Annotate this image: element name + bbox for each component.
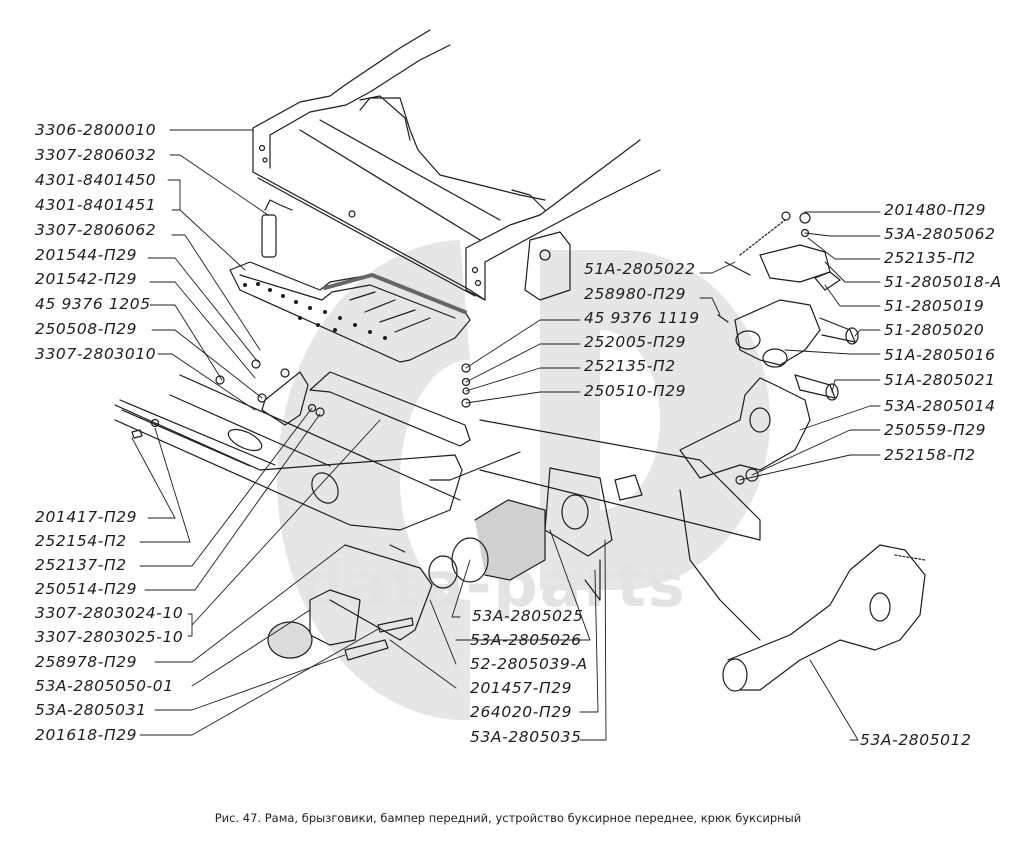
fastener-stack [461,363,471,408]
part-label: 53А-2805035 [470,728,582,746]
part-label: 264020-П29 [470,703,573,721]
hitch-housing-part [267,544,433,661]
part-label: 252154-П2 [35,532,127,550]
part-label: 250510-П29 [584,382,687,400]
part-label: 201457-П29 [470,679,573,697]
part-label: 53А-2805050-01 [35,677,174,695]
part-label: 3307-2803025-10 [35,628,184,646]
part-label: 250559-П29 [884,421,987,439]
part-label: 51А-2805016 [884,346,996,364]
part-label: 258978-П29 [35,653,138,671]
part-label: 51А-2805022 [584,260,696,278]
leader-lines-right [389,211,881,741]
hook-upper-parts [717,211,859,401]
part-label: 252137-П2 [35,556,127,574]
hook-body-part [679,377,811,485]
part-label: 53А-2805025 [472,607,584,625]
part-label: 252005-П29 [584,333,687,351]
mudflap-part [229,261,471,363]
part-label: 4301-8401450 [35,171,157,189]
part-label: 3307-2806062 [35,221,157,239]
part-label: 3307-2806032 [35,146,157,164]
part-label: 51А-2805021 [884,371,996,389]
tow-mount-part [428,419,761,641]
part-label: 201480-П29 [884,201,987,219]
part-label: 53А-2805012 [860,731,972,749]
frame-part [252,29,661,301]
pin-part [261,199,293,258]
part-label: 51-2805018-А [884,273,1002,291]
tow-hook-part [722,544,926,692]
part-label: 252158-П2 [884,446,976,464]
part-label: 258980-П29 [584,285,687,303]
part-label: 3307-2803024-10 [35,604,184,622]
part-label: 53А-2805026 [470,631,582,649]
part-label: 201544-П29 [35,246,138,264]
part-label: 3306-2800010 [35,121,157,139]
part-label: 3307-2803010 [35,345,157,363]
part-label: 252135-П2 [584,357,676,375]
part-label: 201542-П29 [35,270,138,288]
part-label: 51-2805019 [884,297,985,315]
bumper-part [114,371,471,531]
part-label: 53А-2805062 [884,225,996,243]
part-label: 53А-2805031 [35,701,147,719]
figure-caption: Рис. 47. Рама, брызговики, бампер передн… [214,811,802,825]
bracket-part [131,359,325,439]
part-label: 201417-П29 [35,508,138,526]
part-label: 250508-П29 [35,320,138,338]
part-label: 53А-2805014 [884,397,996,415]
part-label: 250514-П29 [35,580,138,598]
part-label: 45 9376 1119 [584,309,700,327]
part-label: 52-2805039-А [470,655,588,673]
part-label: 252135-П2 [884,249,976,267]
part-label: 45 9376 1205 [35,295,151,313]
leader-lines [131,129,381,736]
part-label: 201618-П29 [35,726,138,744]
part-label: 51-2805020 [884,321,985,339]
part-label: 4301-8401451 [35,196,157,214]
